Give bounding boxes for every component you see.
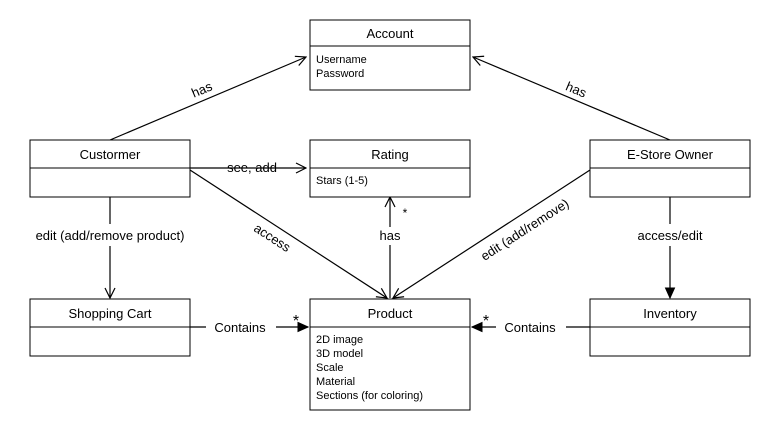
label-customer-product: access	[251, 220, 294, 255]
edge-owner-account	[473, 57, 671, 141]
class-product[interactable]: Product 2D image 3D model Scale Material…	[309, 298, 471, 411]
class-attribute: Password	[316, 68, 364, 80]
class-attribute: Scale	[316, 362, 344, 374]
multiplicity-inventory-product: *	[483, 313, 489, 330]
class-inventory[interactable]: Inventory	[589, 298, 751, 357]
edge-customer-account	[109, 57, 306, 141]
multiplicity-rating-product: *	[403, 206, 408, 220]
label-inventory-product: Contains	[504, 320, 556, 335]
edge-customer-product	[189, 169, 387, 298]
class-estore-owner[interactable]: E-Store Owner	[589, 139, 751, 198]
class-attribute: Sections (for coloring)	[316, 390, 423, 402]
class-account[interactable]: Account Username Password	[309, 19, 471, 91]
class-shopping-cart[interactable]: Shopping Cart	[29, 298, 191, 357]
class-attribute: Material	[316, 376, 355, 388]
class-customer[interactable]: Custormer	[29, 139, 191, 198]
class-attribute: 2D image	[316, 334, 363, 346]
class-title: Product	[368, 306, 413, 321]
label-owner-inventory: access/edit	[637, 228, 702, 243]
class-attribute: 3D model	[316, 348, 363, 360]
label-owner-product: edit (add/remove)	[478, 196, 572, 264]
label-customer-cart: edit (add/remove product)	[36, 228, 185, 243]
label-cart-product: Contains	[214, 320, 266, 335]
class-rating[interactable]: Rating Stars (1-5)	[309, 139, 471, 198]
class-title: Rating	[371, 147, 409, 162]
multiplicity-cart-product: *	[293, 313, 299, 330]
class-attribute: Username	[316, 54, 367, 66]
label-product-rating: has	[380, 228, 401, 243]
label-customer-rating: see, add	[227, 160, 277, 175]
class-title: Account	[367, 26, 414, 41]
class-title: Custormer	[80, 147, 141, 162]
class-title: E-Store Owner	[627, 147, 714, 162]
class-attribute: Stars (1-5)	[316, 175, 368, 187]
edge-owner-product	[393, 169, 591, 298]
class-title: Shopping Cart	[68, 306, 151, 321]
class-title: Inventory	[643, 306, 697, 321]
